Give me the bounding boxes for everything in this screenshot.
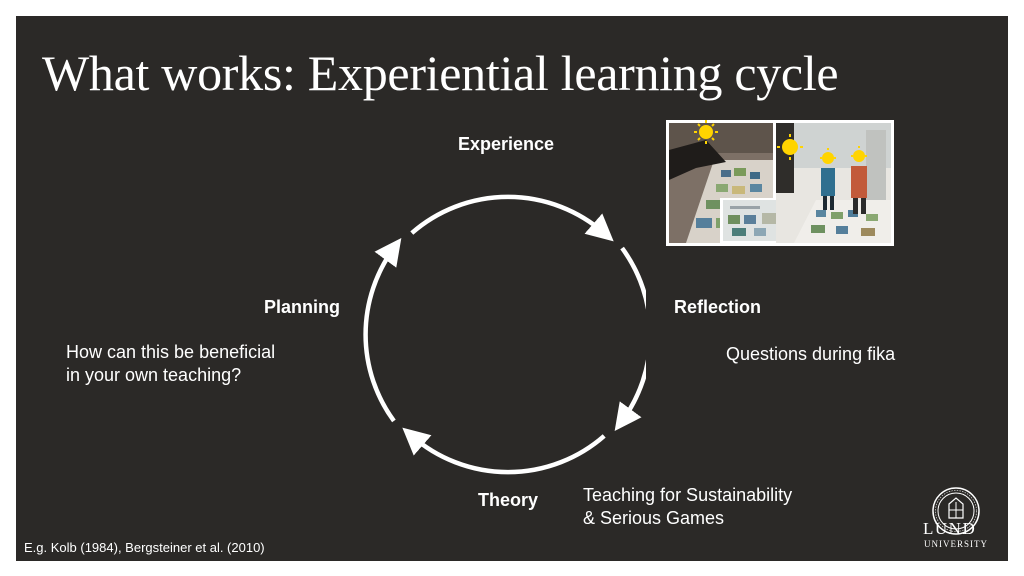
logo-name: LUND [923,519,977,538]
stage-experience: Experience [458,134,555,154]
slide: What works: Experiential learning cycle … [16,16,1008,561]
arrow-to-planning [363,237,402,423]
stage-reflection: Reflection [674,297,762,317]
planning-note: How can this be beneficial in your own t… [66,341,275,387]
university-seal-icon [932,487,980,535]
arrow-to-experience [410,194,614,242]
slide-title: What works: Experiential learning cycle [42,45,839,101]
stage-planning: Planning [264,297,340,317]
stage-theory: Theory [478,490,539,510]
arrow-to-theory [402,427,606,475]
theory-note-line-1: Teaching for Sustainability [583,485,793,505]
reflection-note: Questions during fika [726,344,896,364]
photo-right [776,123,891,243]
planning-note-line-1: How can this be beneficial [66,342,276,362]
logo-subtitle: UNIVERSITY [924,539,988,549]
theory-note-line-2: & Serious Games [583,508,725,528]
planning-note-line-2: in your own teaching? [66,365,242,385]
cycle-diagram [363,194,646,475]
citation: E.g. Kolb (1984), Bergsteiner et al. (20… [24,540,265,555]
photo-collage [666,120,894,246]
theory-note: Teaching for Sustainability & Serious Ga… [583,484,792,530]
arrow-to-reflection [614,246,646,432]
